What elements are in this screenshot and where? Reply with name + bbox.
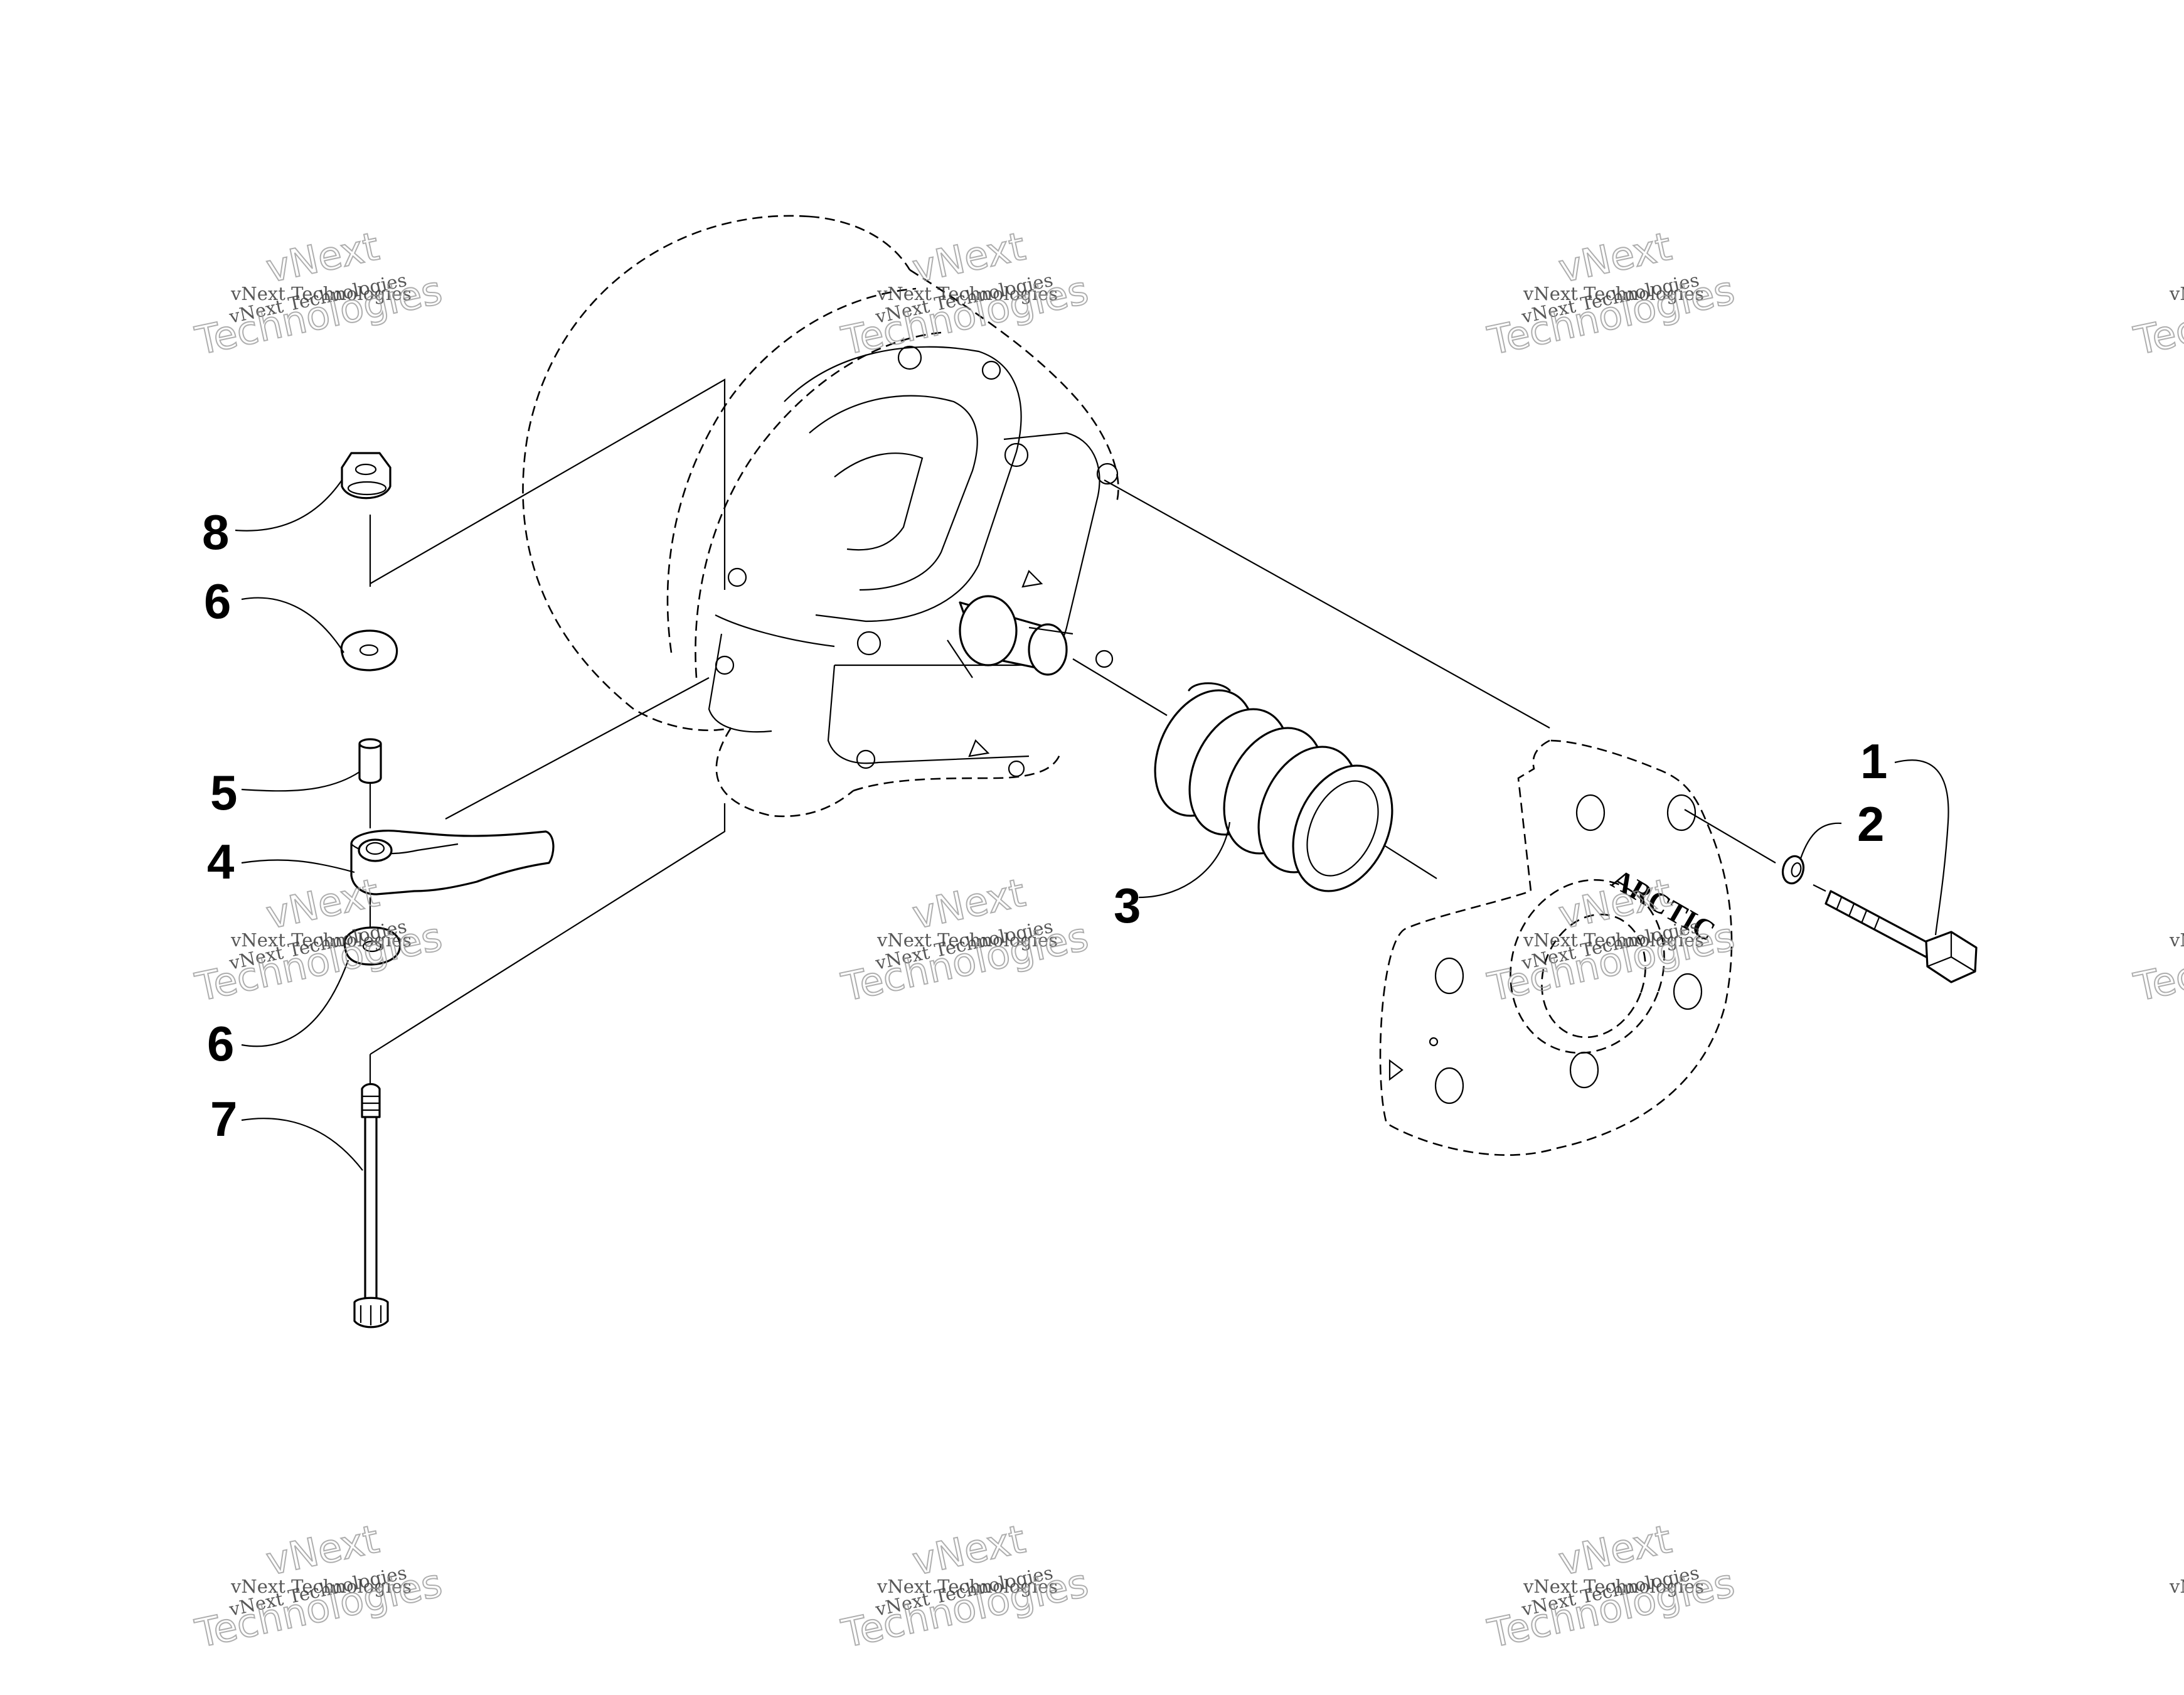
callout-3: 3 [1114, 878, 1141, 933]
callout-numbers: 1 2 3 4 5 6 6 7 8 [202, 505, 1887, 1147]
watermark-r2c3: vNext Technologies vNext Technologies vN… [1483, 869, 1739, 1011]
watermark-r1c2: vNext Technologies vNext Technologies vN… [837, 223, 1093, 365]
svg-text:Technologies: Technologies [2130, 267, 2184, 363]
watermarks: vNext Technologies vNext Technologies vN… [191, 223, 2184, 1657]
part-6-washer-upper [340, 629, 398, 671]
watermark-r3c2: vNext Technologies vNext Technologies vN… [837, 1516, 1093, 1657]
part-4-cam-arm [350, 830, 555, 896]
watermark-r1c1: vNext Technologies vNext Technologies vN… [191, 223, 447, 365]
svg-text:vNext Technologies: vNext Technologies [1523, 929, 1704, 951]
watermark-r2c4: vNext Technologies Technologies [2129, 912, 2184, 1010]
svg-text:vNext Technologies: vNext Technologies [1523, 1576, 1704, 1597]
part-1-bolt [1824, 890, 1978, 983]
svg-text:vNext Technologies: vNext Technologies [2169, 283, 2184, 304]
callout-6-lower: 6 [207, 1016, 234, 1071]
svg-text:vNext Technologies: vNext Technologies [230, 283, 412, 304]
watermark-r3c3: vNext Technologies vNext Technologies vN… [1483, 1516, 1739, 1657]
callout-leaders [235, 479, 1949, 1171]
part-5-bushing [358, 738, 382, 784]
callout-5: 5 [210, 765, 237, 820]
callout-8: 8 [202, 505, 229, 560]
part-6-washer-lower [343, 926, 402, 966]
part-8-flange-nut [341, 452, 392, 500]
assembly-lines [369, 378, 1826, 1095]
part-2-washer [1781, 855, 1805, 885]
watermark-r3c4: vNext Technologies [2169, 1576, 2184, 1597]
clutch-housing [522, 215, 1119, 818]
watermark-r1c3: vNext Technologies vNext Technologies vN… [1483, 223, 1739, 365]
callout-4: 4 [207, 834, 234, 889]
watermark-r2c2: vNext Technologies vNext Technologies vN… [837, 869, 1093, 1011]
svg-text:vNext Technologies: vNext Technologies [2169, 929, 2184, 951]
part-3-spring [1154, 682, 1393, 892]
watermark-r3c1: vNext Technologies vNext Technologies vN… [191, 1516, 447, 1657]
svg-text:vNext Technologies: vNext Technologies [2169, 1576, 2184, 1597]
callout-1: 1 [1860, 734, 1887, 789]
callout-2: 2 [1857, 796, 1884, 852]
svg-text:vNext Technologies: vNext Technologies [230, 1576, 412, 1597]
svg-text:vNext Technologies: vNext Technologies [876, 929, 1058, 951]
part-7-shoulder-bolt [353, 1083, 389, 1329]
callout-7: 7 [210, 1091, 237, 1147]
svg-text:vNext Technologies: vNext Technologies [1523, 283, 1704, 304]
svg-text:vNext Technologies: vNext Technologies [876, 1576, 1058, 1597]
watermark-r1c4: vNext Technologies Technologies [2129, 266, 2184, 364]
svg-text:vNext Technologies: vNext Technologies [230, 929, 412, 951]
svg-text:vNext Technologies: vNext Technologies [876, 283, 1058, 304]
callout-6-upper: 6 [204, 574, 231, 629]
svg-text:Technologies: Technologies [2130, 913, 2184, 1010]
